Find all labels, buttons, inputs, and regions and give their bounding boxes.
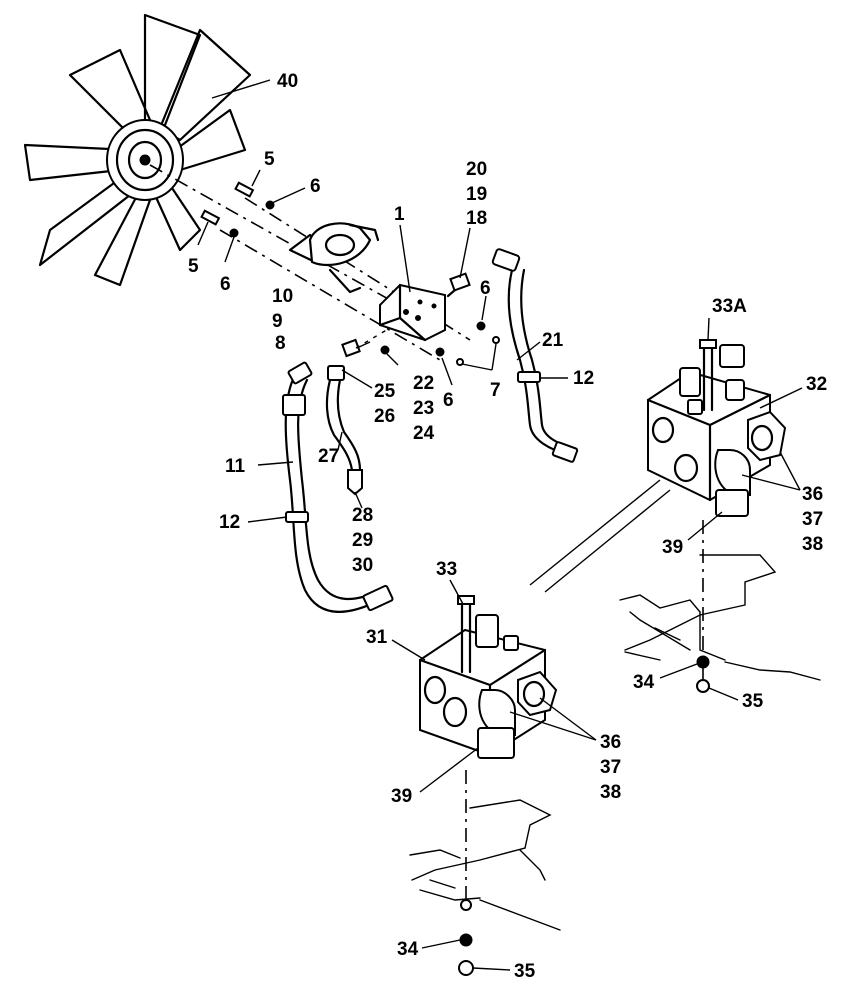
callout-33a: 33A	[712, 296, 747, 317]
connector-line-b	[544, 489, 671, 593]
callout-1: 1	[394, 204, 405, 225]
fitting-pump-upper[interactable]	[446, 272, 471, 298]
nut-right-lower[interactable]	[456, 358, 464, 366]
callout-39-upper: 39	[662, 537, 683, 558]
callout-32: 32	[806, 374, 827, 395]
callout-34-lower: 34	[397, 939, 419, 960]
callout-11: 11	[225, 456, 246, 477]
washer-right-upper[interactable]	[476, 321, 486, 331]
hydraulic-pump[interactable]	[378, 283, 446, 342]
fitting-pump-side[interactable]	[341, 338, 361, 358]
hose-left[interactable]	[282, 361, 394, 613]
callout-25: 25	[374, 381, 396, 402]
hose-right[interactable]	[491, 248, 579, 463]
mount-plate-lower[interactable]	[409, 799, 561, 931]
callout-40: 40	[277, 71, 298, 92]
callout-22: 22	[413, 373, 434, 394]
callout-5-upper: 5	[264, 149, 275, 170]
nut-right-upper[interactable]	[492, 336, 500, 344]
valve-block-lower[interactable]	[418, 595, 558, 759]
callout-21: 21	[542, 330, 564, 351]
mount-bracket[interactable]	[288, 222, 380, 294]
fitting-8-axis	[355, 327, 391, 349]
bolt-axis-centerline-lower	[219, 229, 441, 361]
callout-29: 29	[352, 530, 373, 551]
callout-6-lower-pump: 6	[443, 390, 454, 411]
callout-8: 8	[275, 333, 286, 354]
callout-18: 18	[466, 208, 487, 229]
callout-36-lower: 36	[600, 732, 621, 753]
callout-20: 20	[466, 159, 487, 180]
callout-35-lower: 35	[514, 961, 536, 982]
callout-labels: 40 5 6 20 19 18 1 5 6 10 9 6 8 21 33A 25…	[188, 71, 827, 982]
callout-28: 28	[352, 505, 373, 526]
callout-37-upper: 37	[802, 509, 823, 530]
callout-38-upper: 38	[802, 534, 823, 555]
callout-12-left: 12	[219, 512, 240, 533]
callout-24: 24	[413, 423, 435, 444]
callout-38-lower: 38	[600, 782, 621, 803]
bolt-lower[interactable]	[200, 209, 221, 226]
washer-upper-block[interactable]	[696, 655, 710, 669]
washer-lower-block-top[interactable]	[460, 899, 472, 911]
fan-axis-centerline	[149, 164, 391, 301]
callout-6-upper: 6	[310, 176, 321, 197]
callout-12-right: 12	[573, 368, 594, 389]
callout-7: 7	[490, 380, 501, 401]
washer-lower[interactable]	[229, 228, 239, 238]
callout-9: 9	[272, 311, 283, 332]
callout-33: 33	[436, 559, 457, 580]
callout-34-upper: 34	[633, 672, 655, 693]
o-ring-pump[interactable]	[380, 345, 390, 355]
callout-27: 27	[318, 446, 339, 467]
callout-10: 10	[272, 286, 293, 307]
washer-lower-block[interactable]	[459, 933, 473, 947]
callout-23: 23	[413, 398, 434, 419]
washer-right-lower[interactable]	[435, 347, 445, 357]
connector-line-a	[529, 479, 661, 586]
callout-37-lower: 37	[600, 757, 621, 778]
callout-30: 30	[352, 555, 373, 576]
leader-lines	[197, 79, 803, 971]
hose-small[interactable]	[325, 365, 363, 496]
callout-39-lower: 39	[391, 786, 412, 807]
nut-lower-block[interactable]	[458, 960, 474, 976]
callout-26: 26	[374, 406, 395, 427]
mount-plate-upper[interactable]	[619, 554, 821, 681]
callout-35-upper: 35	[742, 691, 764, 712]
callout-6-pump: 6	[480, 278, 491, 299]
fan-assembly[interactable]	[23, 13, 252, 287]
callout-36-upper: 36	[802, 484, 823, 505]
callout-6-lower: 6	[220, 274, 231, 295]
bolt-upper[interactable]	[234, 181, 255, 198]
callout-5-lower: 5	[188, 256, 199, 277]
callout-19: 19	[466, 184, 487, 205]
nut-upper-block[interactable]	[696, 679, 710, 693]
valve-block-upper[interactable]	[646, 339, 787, 517]
callout-31: 31	[366, 627, 388, 648]
